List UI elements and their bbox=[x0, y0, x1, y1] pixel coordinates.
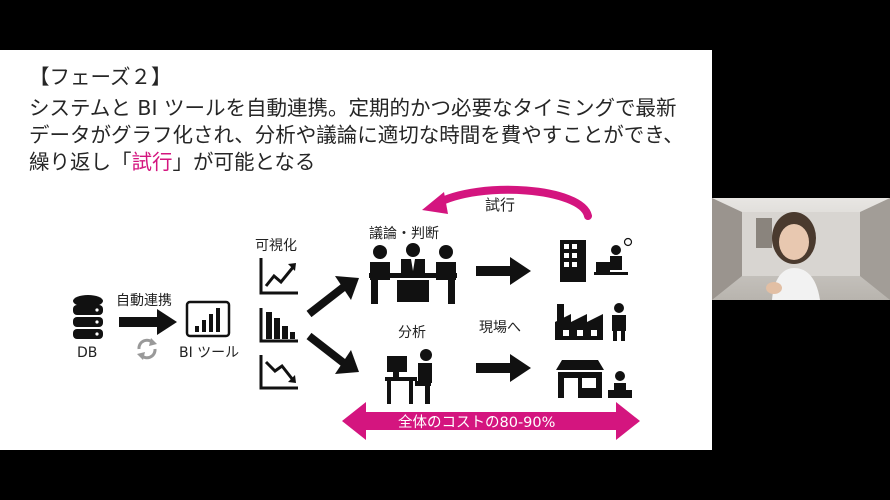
analysis-label: 分析 bbox=[398, 325, 426, 341]
slide-heading: 【フェーズ２】 bbox=[29, 65, 172, 89]
bi-tool-label: BI ツール bbox=[179, 345, 240, 361]
meeting-icon bbox=[369, 243, 457, 304]
factory-icon bbox=[555, 303, 626, 341]
trial-label: 試行 bbox=[485, 196, 516, 214]
analysis-worker-icon bbox=[385, 349, 432, 404]
body-line-3: 繰り返し「試行」が可能となる bbox=[29, 149, 315, 176]
office-building-icon bbox=[560, 237, 633, 282]
store-icon bbox=[556, 360, 632, 398]
to-field-label: 現場へ bbox=[479, 320, 521, 336]
db-label: DB bbox=[77, 345, 98, 361]
arrow-right-icon bbox=[119, 309, 177, 335]
arrow-right-icon bbox=[476, 257, 531, 285]
trial-highlight: 試行 bbox=[131, 150, 173, 174]
body-line-3-post: 」が可能となる bbox=[172, 150, 316, 174]
body-line-1: システムと BI ツールを自動連携。定期的かつ必要なタイミングで最新 bbox=[29, 96, 677, 120]
body-line-2: データがグラフ化され、分析や議論に適切な時間を費やすことができ、 bbox=[29, 123, 684, 147]
cost-label: 全体のコストの80-90% bbox=[398, 415, 556, 431]
presentation-slide: 【フェーズ２】 システムと BI ツールを自動連携。定期的かつ必要なタイミングで… bbox=[0, 50, 712, 450]
bar-chart-icon bbox=[259, 308, 298, 343]
line-chart-up-icon bbox=[259, 258, 298, 295]
sync-icon bbox=[137, 338, 157, 360]
arrow-up-right-icon bbox=[306, 276, 359, 318]
line-chart-down-icon bbox=[259, 355, 298, 390]
trial-cycle-arrow bbox=[422, 185, 592, 220]
cost-range-arrow bbox=[342, 402, 640, 440]
discussion-label: 議論・判断 bbox=[369, 226, 439, 242]
bi-tool-icon bbox=[185, 300, 231, 338]
auto-link-label: 自動連携 bbox=[116, 293, 172, 309]
body-line-3-pre: 繰り返し「 bbox=[29, 150, 132, 174]
arrow-right-icon bbox=[476, 354, 531, 382]
database-icon bbox=[73, 295, 103, 339]
visualize-label: 可視化 bbox=[255, 238, 297, 254]
arrow-down-right-icon bbox=[306, 332, 359, 374]
presenter-video-frame bbox=[712, 198, 890, 300]
webcam-video bbox=[712, 198, 890, 300]
